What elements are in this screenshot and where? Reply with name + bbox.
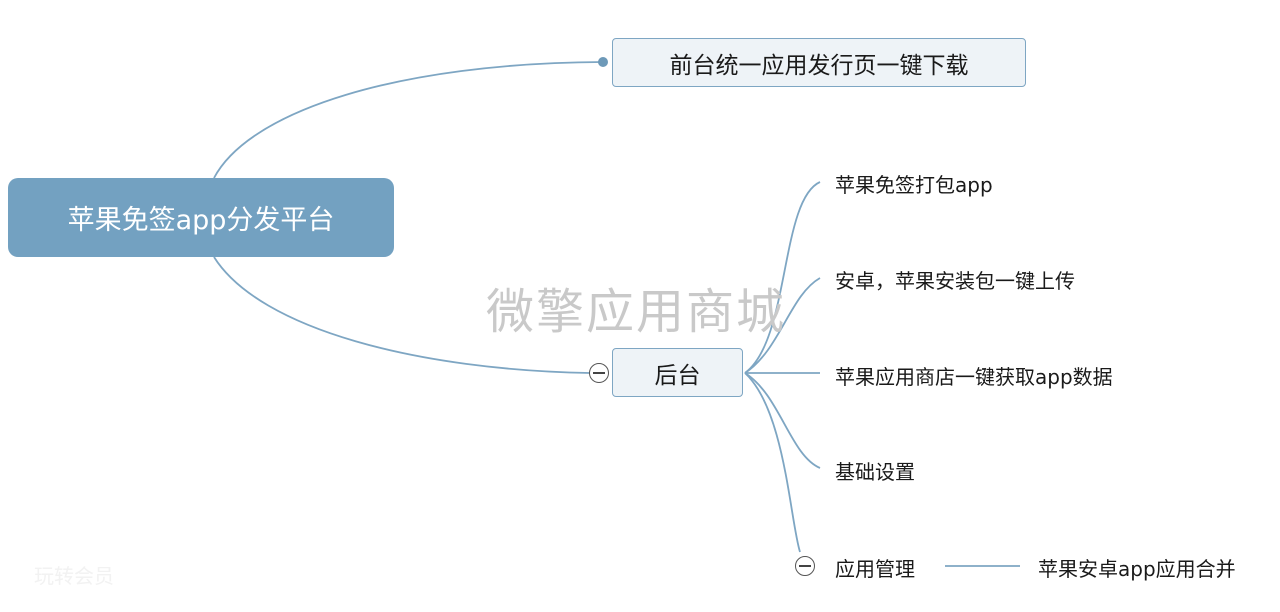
edge-back-child-2	[744, 277, 821, 374]
front-node[interactable]: 前台统一应用发行页一键下载	[612, 38, 1026, 87]
watermark-corner-text: 玩转会员	[34, 564, 114, 588]
edge-back-child-1	[744, 181, 821, 374]
root-node-label: 苹果免签app分发平台	[67, 205, 335, 236]
collapse-back-button[interactable]	[589, 363, 609, 383]
edge-back-child-5	[744, 372, 801, 553]
edge-root-back	[213, 256, 591, 374]
edge-root-front	[213, 61, 604, 179]
leaf-node-3[interactable]: 苹果应用商店一键获取app数据	[835, 365, 1113, 389]
back-node[interactable]: 后台	[612, 348, 743, 397]
leaf-node-5-child[interactable]: 苹果安卓app应用合并	[1038, 557, 1236, 581]
edge-back-child-4	[744, 372, 821, 469]
leaf-node-4[interactable]: 基础设置	[835, 460, 915, 484]
leaf-node-5[interactable]: 应用管理	[835, 557, 915, 581]
leaf-node-2[interactable]: 安卓，苹果安装包一键上传	[835, 269, 1075, 293]
back-node-label: 后台	[654, 362, 701, 389]
collapse-manage-button[interactable]	[795, 556, 815, 576]
watermark-text: 微擎应用商城	[486, 284, 787, 340]
front-node-label: 前台统一应用发行页一键下载	[669, 52, 969, 79]
leaf-node-1[interactable]: 苹果免签打包app	[835, 173, 993, 197]
connector-dot	[598, 57, 608, 67]
root-node[interactable]: 苹果免签app分发平台	[8, 178, 394, 257]
